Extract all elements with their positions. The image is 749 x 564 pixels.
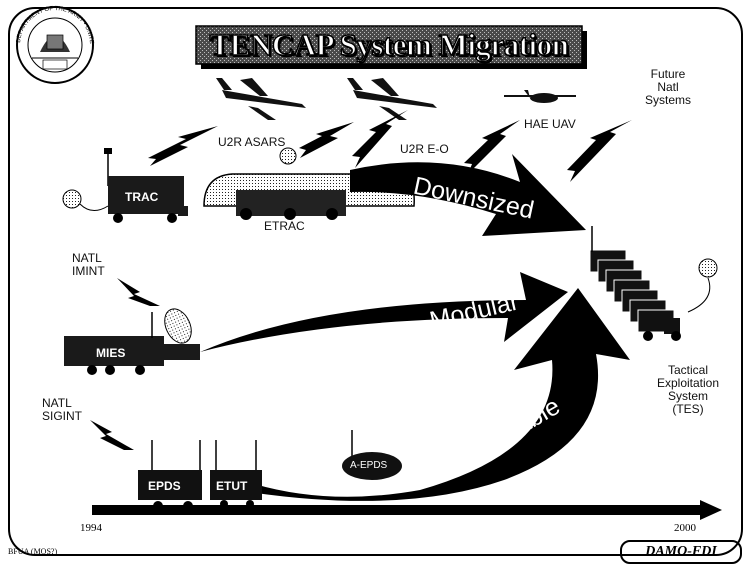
etrac-label: ETRAC — [264, 219, 305, 233]
trac-label: TRAC — [125, 190, 159, 204]
hae-uav-icon — [504, 90, 576, 103]
mies-label: MIES — [96, 346, 126, 360]
a-epds-label: A-EPDS — [350, 460, 388, 471]
tes-line-2: Exploitation — [656, 376, 720, 390]
a-epds-vehicle-icon — [342, 430, 402, 480]
hae-uav-label: HAE UAV — [524, 117, 576, 131]
slide-frame — [8, 7, 743, 556]
tes-line-4: (TES) — [672, 402, 704, 416]
u2r-eo-label: U2R E-O — [400, 142, 449, 156]
datalink-bolt-icons — [90, 110, 632, 450]
imint-line: IMINT — [72, 264, 105, 278]
tes-line-3: System — [667, 389, 708, 403]
timeline-arrow — [92, 500, 722, 520]
epds-label: EPDS — [148, 479, 181, 493]
timeline-end-year: 2000 — [674, 522, 696, 534]
natl-sigint-label: NATL SIGINT — [42, 397, 82, 423]
etut-label: ETUT — [216, 479, 248, 493]
systems-line: Systems — [644, 93, 691, 107]
downsized-arrow — [350, 154, 586, 236]
title-panel — [195, 25, 583, 65]
future-natl-systems-label: Future Natl Systems — [630, 68, 706, 107]
etut-vehicle-icon — [199, 440, 262, 508]
sigint-line: SIGINT — [42, 409, 83, 423]
u2r-asars-label: U2R ASARS — [218, 135, 286, 149]
tes-label: Tactical Exploitation System (TES) — [638, 364, 738, 416]
org-badge: DAMO-FDI — [620, 540, 742, 564]
mies-vehicle-icon — [64, 308, 200, 375]
future-line: Future — [650, 67, 686, 81]
natl-line: NATL — [72, 251, 102, 265]
tes-vehicles-icon — [589, 226, 718, 341]
natl-line: Natl — [657, 80, 679, 94]
footnote: BFUA (MOS?) — [8, 547, 58, 556]
tes-line-1: Tactical — [667, 363, 708, 377]
u2r-eo-aircraft-icon — [347, 78, 437, 120]
trac-vehicle-icon — [62, 148, 188, 223]
epds-vehicle-icon — [138, 440, 202, 511]
timeline-start-year: 1994 — [80, 522, 102, 534]
natl-line: NATL — [42, 396, 72, 410]
modular-arrow — [200, 272, 568, 352]
page-title: TENCAP System Migration — [209, 26, 570, 63]
interoperable-arrow — [236, 288, 630, 501]
u2r-asars-aircraft-icon — [216, 78, 306, 120]
natl-imint-label: NATL IMINT — [72, 252, 105, 278]
